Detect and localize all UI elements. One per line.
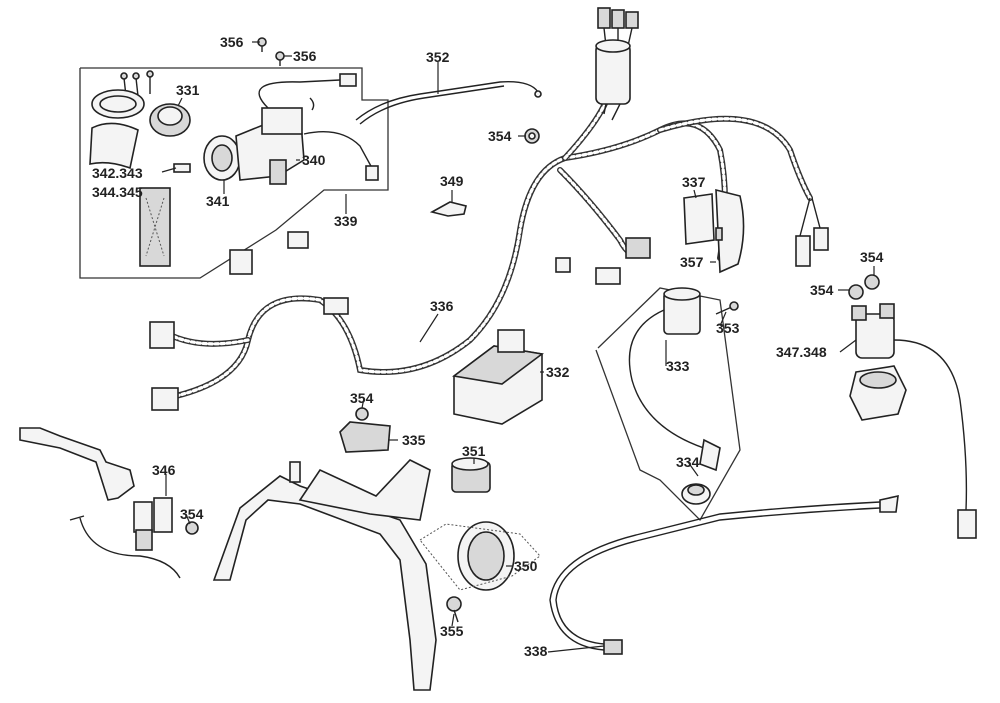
starter-relay	[849, 303, 977, 539]
label-331: 331	[176, 82, 200, 98]
label-347-348: 347.348	[776, 344, 827, 360]
label-350: 350	[514, 558, 538, 574]
screw-356	[257, 37, 285, 66]
label-333: 333	[666, 358, 690, 374]
label-353: 353	[716, 320, 740, 336]
label-342-343: 342.343	[92, 165, 143, 181]
horn	[419, 457, 541, 591]
filter-unit	[595, 39, 631, 121]
cdi-unit	[452, 329, 544, 425]
label-354a: 354	[488, 128, 512, 144]
nut-354	[185, 128, 880, 535]
label-352: 352	[426, 49, 450, 65]
part-labels: 356 356 331 352 354 340 342.343 344.345 …	[92, 34, 884, 659]
label-337: 337	[682, 174, 706, 190]
ignition-coil	[595, 287, 741, 522]
cable-352	[355, 81, 542, 125]
screw-353	[715, 301, 739, 315]
label-338: 338	[524, 643, 548, 659]
label-354e: 354	[180, 506, 204, 522]
label-332: 332	[546, 364, 570, 380]
leader-lines	[161, 41, 875, 653]
label-341: 341	[206, 193, 230, 209]
label-339: 339	[334, 213, 358, 229]
label-335: 335	[402, 432, 426, 448]
label-351: 351	[462, 443, 486, 459]
screws-top	[120, 70, 154, 97]
headlight-stand	[212, 459, 437, 691]
label-356b: 356	[293, 48, 317, 64]
bolt-355	[446, 596, 462, 623]
label-346: 346	[152, 462, 176, 478]
label-349: 349	[440, 173, 464, 189]
regulator-unit	[683, 188, 745, 274]
label-336: 336	[430, 298, 454, 314]
label-344-345: 344.345	[92, 184, 143, 200]
ground-cable	[549, 494, 899, 655]
label-355: 355	[440, 623, 464, 639]
part-335	[339, 421, 391, 453]
ignition-switch-parts	[89, 70, 379, 267]
label-356a: 356	[220, 34, 244, 50]
label-334: 334	[676, 454, 700, 470]
label-340: 340	[302, 152, 326, 168]
label-354d: 354	[350, 390, 374, 406]
relay-bracket	[19, 427, 181, 579]
label-357: 357	[680, 254, 704, 270]
label-354c: 354	[810, 282, 834, 298]
label-354b: 354	[860, 249, 884, 265]
ignition-group-frame	[79, 67, 389, 279]
bracket-349	[429, 201, 467, 217]
